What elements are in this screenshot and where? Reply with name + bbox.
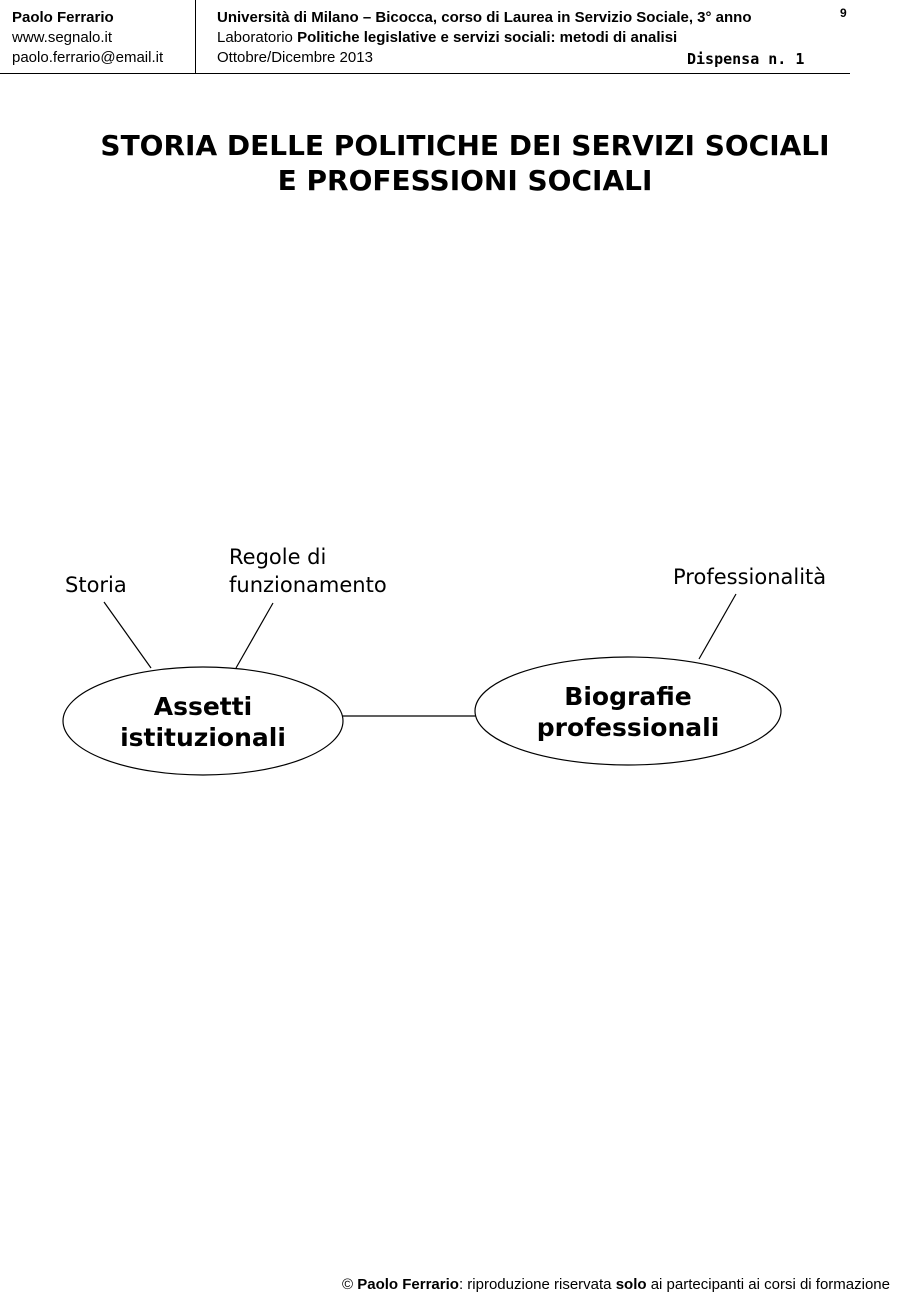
left-node-line-2: istituzionali <box>120 723 286 752</box>
header-divider <box>195 0 196 73</box>
connector-storia <box>103 601 152 669</box>
author-name: Paolo Ferrario <box>12 9 114 26</box>
period-line: Ottobre/Dicembre 2013 <box>217 49 373 66</box>
label-professionalita: Professionalità <box>673 565 826 589</box>
label-regole-line-1: Regole di <box>229 545 326 569</box>
header-course-block: Università di Milano – Bicocca, corso di… <box>217 8 817 68</box>
footer-copyright-symbol: © <box>342 1276 358 1293</box>
dispensa-label: Dispensa n. 1 <box>687 50 805 68</box>
lab-prefix: Laboratorio <box>217 29 298 46</box>
connector-professionalita <box>698 593 737 660</box>
connector-regole <box>235 602 274 669</box>
right-node-line-1: Biografie <box>564 682 691 711</box>
footer-author: Paolo Ferrario <box>357 1276 459 1293</box>
footer-solo: solo <box>615 1276 647 1293</box>
title-line-2: E PROFESSIONI SOCIALI <box>277 164 653 197</box>
label-storia: Storia <box>65 573 127 597</box>
page-number: 9 <box>840 6 847 20</box>
node-assetti-istituzionali <box>62 666 344 776</box>
page-title: STORIA DELLE POLITICHE DEI SERVIZI SOCIA… <box>30 128 900 198</box>
left-node-line-1: Assetti <box>154 692 253 721</box>
author-website: www.segnalo.it <box>12 29 113 46</box>
header-rule <box>0 73 850 74</box>
author-email: paolo.ferrario@email.it <box>12 49 164 66</box>
header-author-block: Paolo Ferrario www.segnalo.it paolo.ferr… <box>12 8 163 68</box>
node-biografie-professionali <box>474 656 782 766</box>
footer-copyright: © Paolo Ferrario: riproduzione riservata… <box>342 1276 890 1294</box>
university-line: Università di Milano – Bicocca, corso di… <box>217 9 752 26</box>
footer-text-1: : riproduzione riservata <box>458 1276 616 1293</box>
lab-title: Politiche legislative e servizi sociali:… <box>297 29 678 46</box>
right-node-line-2: professionali <box>537 713 720 742</box>
title-line-1: STORIA DELLE POLITICHE DEI SERVIZI SOCIA… <box>100 129 830 162</box>
footer-text-2: ai partecipanti ai corsi di formazione <box>646 1276 890 1293</box>
label-regole-line-2: funzionamento <box>229 573 387 597</box>
lab-line: Laboratorio Politiche legislative e serv… <box>217 28 817 48</box>
